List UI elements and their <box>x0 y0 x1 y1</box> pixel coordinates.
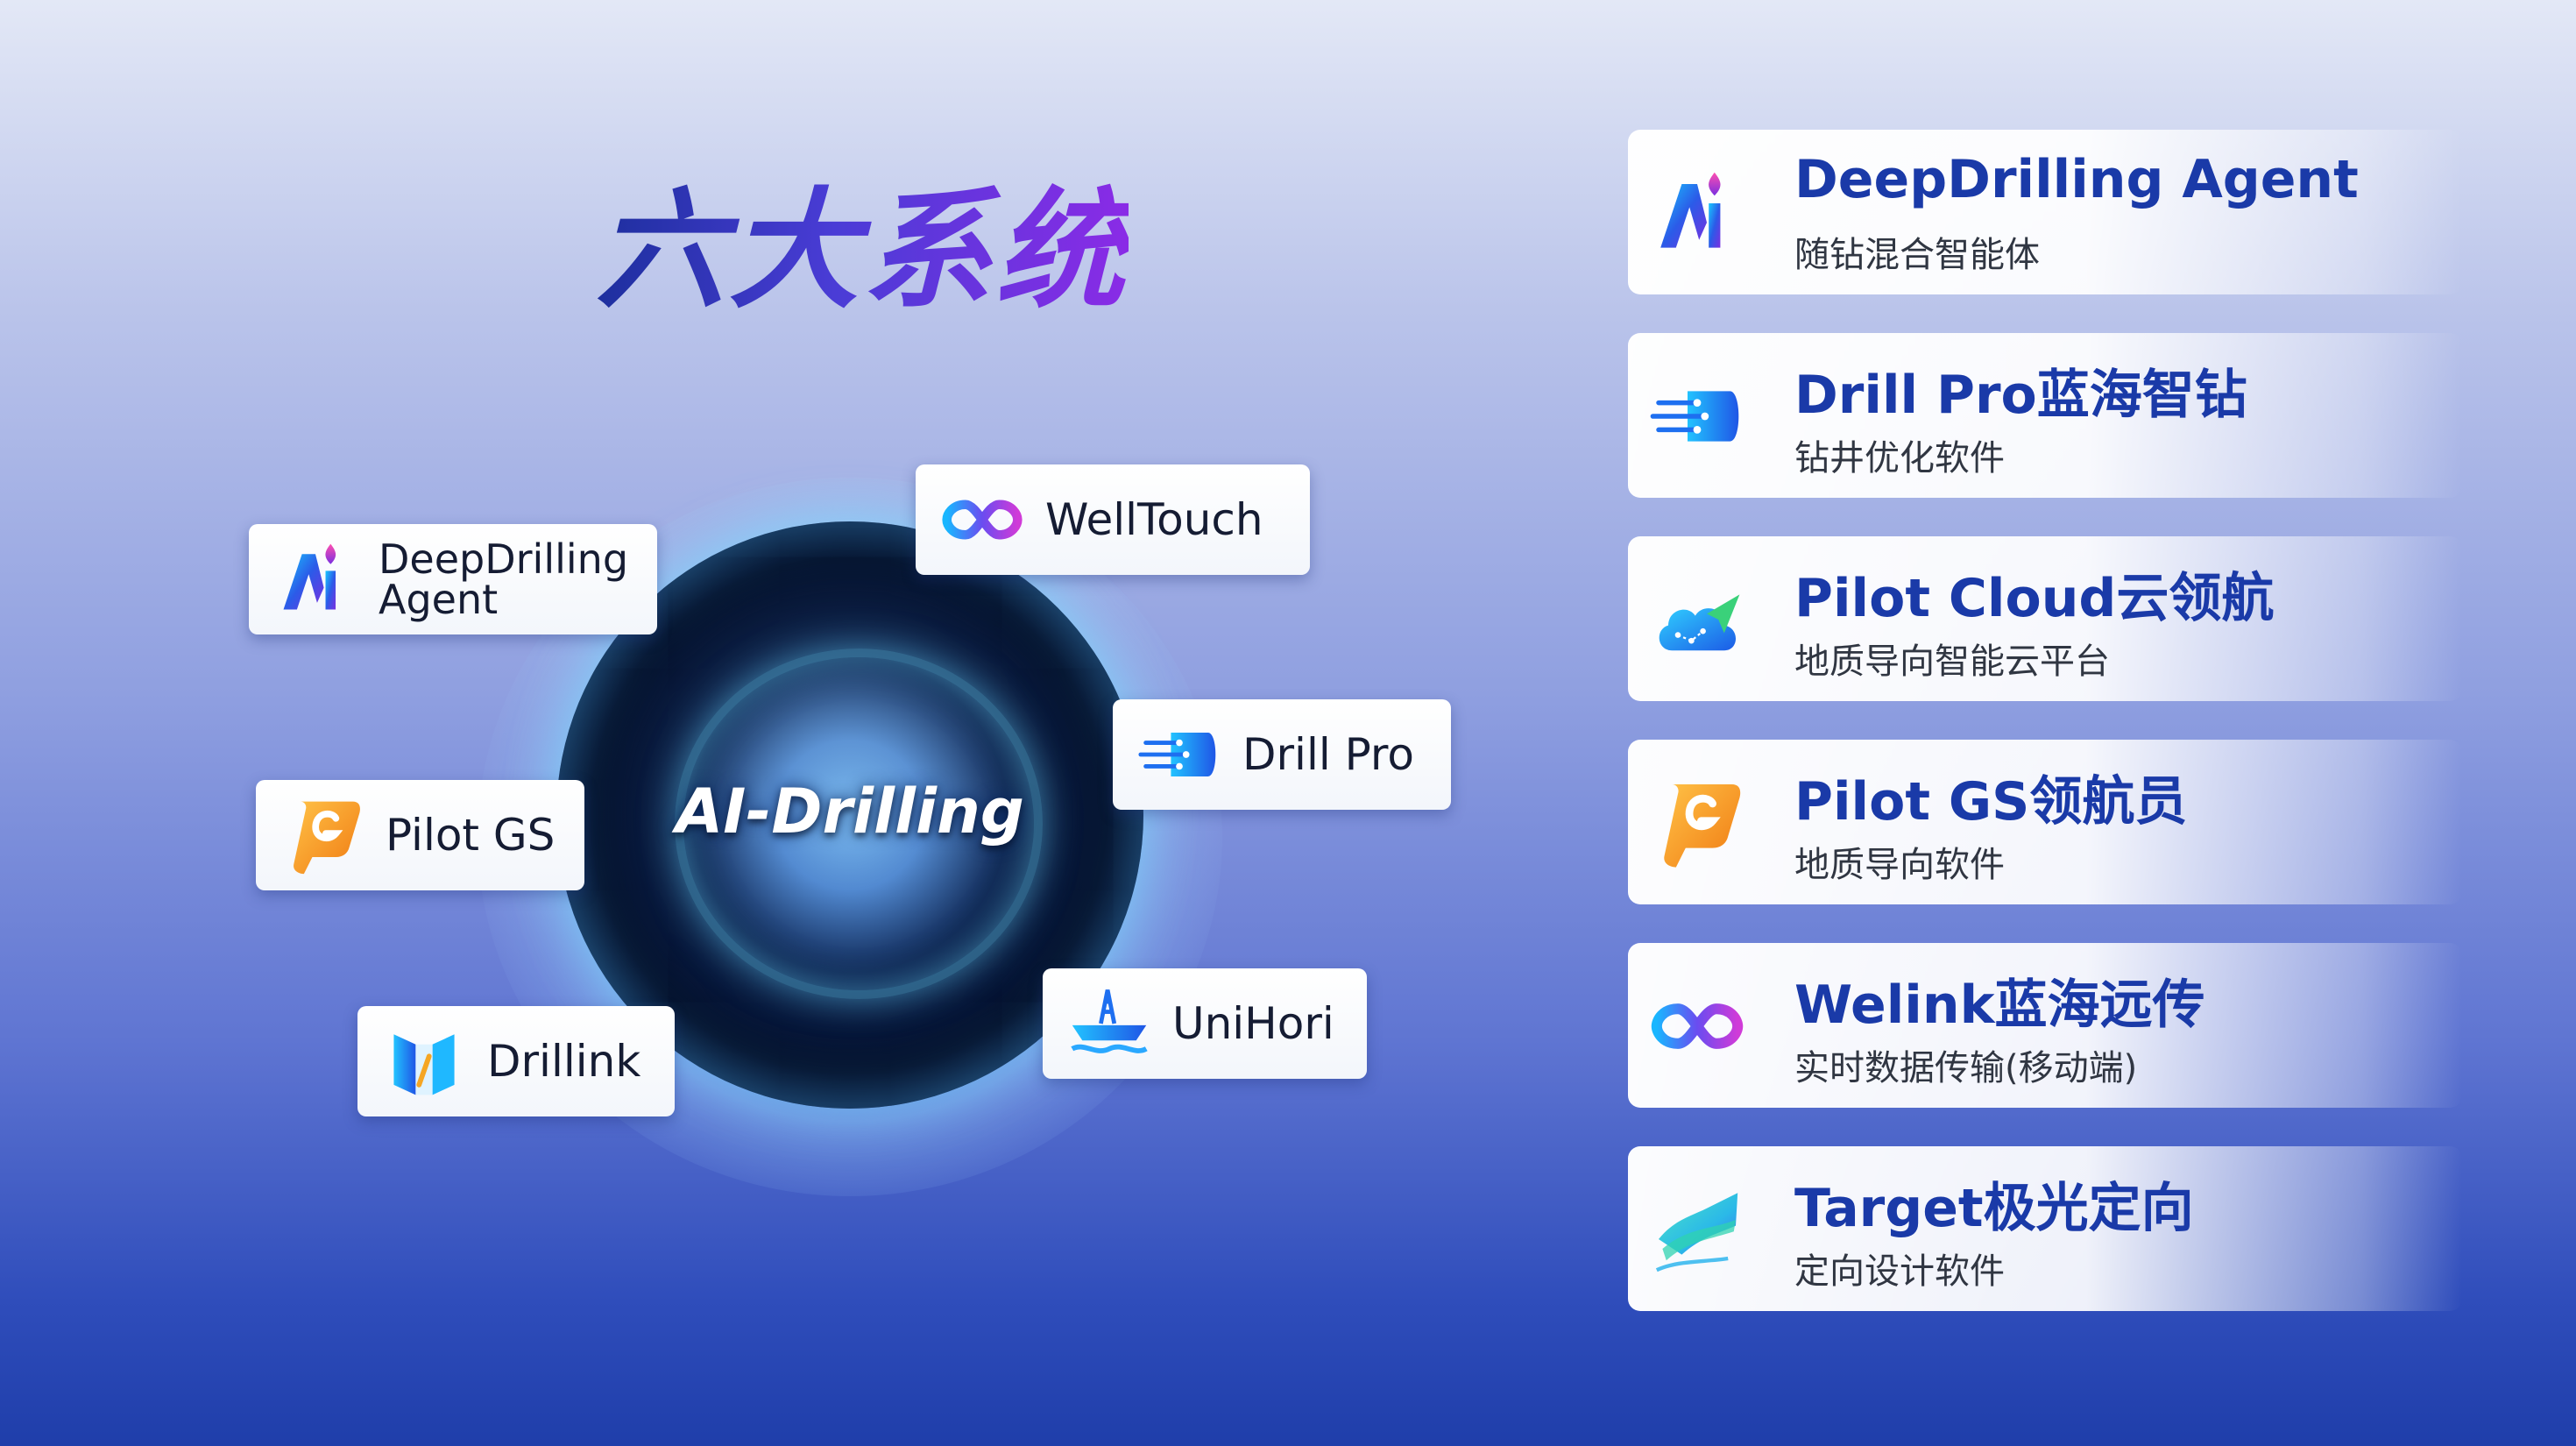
speed-lines-icon <box>1138 733 1216 776</box>
orbit-chip-label: DeepDrilling Agent <box>379 535 629 623</box>
ai-logo-icon <box>283 543 336 610</box>
hub-label: AI-Drilling <box>676 776 1024 847</box>
orbit-chip-label: WellTouch <box>1045 494 1263 545</box>
infinity-link-icon <box>942 500 1023 540</box>
system-card-pilot-cloud[interactable]: Pilot Cloud云领航 地质导向智能云平台 <box>1628 536 2462 701</box>
system-name: Drill Pro蓝海智钻 <box>1794 365 2247 426</box>
speed-lines-icon <box>1650 391 1739 442</box>
page-title: 六大系统 <box>596 145 1129 333</box>
system-card-welink[interactable]: Welink蓝海远传 实时数据传输(移动端) <box>1628 943 2462 1108</box>
orb-inner-ring <box>675 649 1043 999</box>
system-card-drill-pro[interactable]: Drill Pro蓝海智钻 钻井优化软件 <box>1628 333 2462 498</box>
orbit-chip-label: Pilot GS <box>386 810 556 861</box>
cloud-navigation-icon <box>1659 594 1740 651</box>
orbit-chip-pilot-gs[interactable]: Pilot GS <box>256 780 584 890</box>
system-desc: 实时数据传输(移动端) <box>1794 1048 2138 1088</box>
system-desc: 地质导向软件 <box>1794 845 2005 885</box>
ship-rig-icon <box>1071 989 1148 1053</box>
pilot-gs-logo-icon <box>294 801 360 875</box>
system-desc: 随钻混合智能体 <box>1794 235 2040 275</box>
system-card-pilot-gs[interactable]: Pilot GS领航员 地质导向软件 <box>1628 740 2462 904</box>
system-name: Pilot Cloud云领航 <box>1794 568 2275 629</box>
orbit-chip-label: UniHori <box>1172 998 1334 1049</box>
orbit-chip-drillink[interactable]: Drillink <box>357 1006 675 1116</box>
system-name: DeepDrilling Agent <box>1794 149 2359 210</box>
drillink-logo-icon <box>393 1034 455 1095</box>
system-name: Welink蓝海远传 <box>1794 975 2205 1036</box>
system-name: Pilot GS领航员 <box>1794 771 2188 833</box>
system-card-target[interactable]: Target极光定向 定向设计软件 <box>1628 1146 2462 1311</box>
system-desc: 地质导向智能云平台 <box>1794 641 2110 682</box>
ai-logo-icon <box>1660 172 1721 248</box>
orbit-chip-unihori[interactable]: UniHori <box>1043 968 1367 1079</box>
orbit-chip-deepdrilling-agent[interactable]: DeepDrilling Agent <box>249 524 657 634</box>
system-desc: 钻井优化软件 <box>1794 438 2005 478</box>
orbit-chip-drill-pro[interactable]: Drill Pro <box>1113 699 1451 810</box>
infinity-link-icon <box>1651 1003 1744 1049</box>
orbit-chip-label: Drill Pro <box>1242 729 1414 780</box>
orbit-chip-welltouch[interactable]: WellTouch <box>916 464 1310 575</box>
aurora-target-icon <box>1655 1193 1738 1272</box>
system-card-deepdrilling-agent[interactable]: DeepDrilling Agent 随钻混合智能体 <box>1628 130 2462 294</box>
pilot-gs-logo-icon <box>1664 784 1741 868</box>
orbit-chip-label: Drillink <box>487 1036 641 1087</box>
system-name: Target极光定向 <box>1794 1178 2194 1239</box>
system-desc: 定向设计软件 <box>1794 1251 2005 1292</box>
